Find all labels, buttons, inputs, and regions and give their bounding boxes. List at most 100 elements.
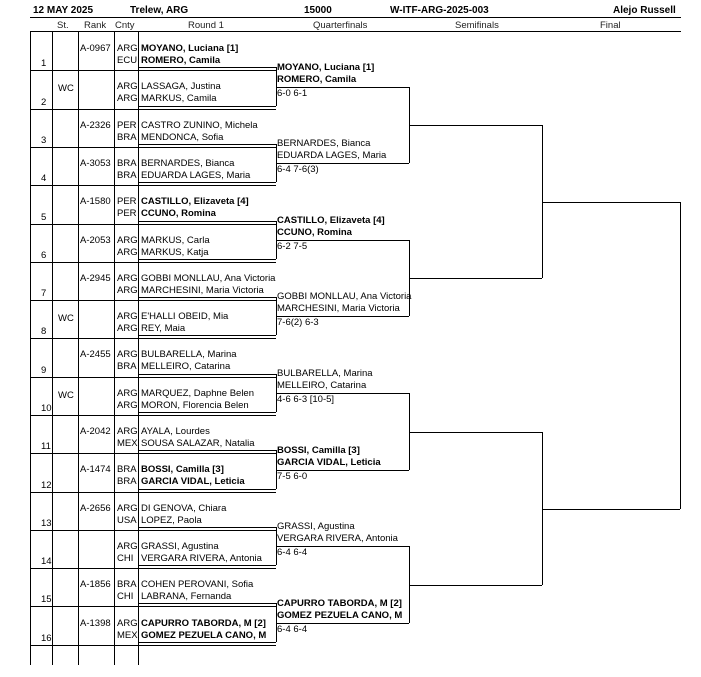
qf-score: 7-5 6-0 [277, 471, 308, 482]
player-name: GOBBI MONLLAU, Ana Victoria [141, 273, 276, 284]
player-name: ROMERO, Camila [141, 55, 221, 66]
row-divider [31, 70, 276, 71]
row-divider [31, 530, 276, 531]
qf-underline [276, 393, 409, 394]
sf-line [409, 432, 542, 433]
player-name: MARQUEZ, Daphne Belen [141, 388, 254, 399]
bracket-connector [542, 125, 543, 278]
player-rank: A-2945 [80, 273, 111, 284]
draw-line-number: 14 [41, 556, 52, 567]
draw-line-number: 8 [41, 326, 47, 337]
draw-line-number: 4 [41, 173, 47, 184]
draw-line-number: 13 [41, 518, 52, 529]
row-divider [31, 300, 276, 301]
qf-player-name: MARCHESINI, Maria Victoria [277, 303, 400, 314]
entry-status: WC [58, 83, 74, 94]
player-country: USA [117, 515, 137, 526]
qf-underline [276, 470, 409, 471]
column-divider-cnty [114, 31, 115, 665]
col-header-quarterfinals: Quarterfinals [313, 20, 368, 31]
draw-line-number: 3 [41, 135, 47, 146]
player-name: MENDONCA, Sofia [141, 132, 224, 143]
event-prize: 15000 [304, 5, 332, 16]
pair-underline [139, 603, 276, 604]
col-header-semifinals: Semifinals [455, 20, 499, 31]
player-country: ARG [117, 388, 138, 399]
row-divider [31, 185, 276, 186]
col-header-rank: Rank [84, 20, 107, 31]
player-country: BRA [117, 464, 137, 475]
qf-player-name: CASTILLO, Elizaveta [4] [277, 215, 385, 226]
player-country: ARG [117, 273, 138, 284]
row-divider [31, 645, 276, 646]
player-country: BRA [117, 476, 137, 487]
player-name: GRASSI, Agustina [141, 541, 219, 552]
pair-underline [139, 259, 276, 260]
player-name: BULBARELLA, Marina [141, 349, 237, 360]
player-name: MOYANO, Luciana [1] [141, 43, 239, 54]
player-country: PER [117, 208, 137, 219]
col-header-st: St. [57, 20, 69, 31]
player-name: LABRANA, Fernanda [141, 591, 232, 602]
qf-player-name: VERGARA RIVERA, Antonia [277, 533, 398, 544]
bracket-connector [276, 67, 277, 106]
qf-score: 6-0 6-1 [277, 88, 308, 99]
player-country: ARG [117, 311, 138, 322]
column-divider-name [138, 31, 139, 665]
player-name: COHEN PEROVANI, Sofia [141, 579, 254, 590]
player-country: ARG [117, 247, 138, 258]
sf-line [409, 125, 542, 126]
qf-player-name: GARCIA VIDAL, Leticia [277, 457, 381, 468]
col-header-round1: Round 1 [188, 20, 224, 31]
player-name: MORON, Florencia Belen [141, 400, 249, 411]
player-name: E'HALLI OBEID, Mia [141, 311, 229, 322]
column-divider-st [52, 31, 53, 665]
player-country: ARG [117, 426, 138, 437]
draw-left-border [30, 31, 31, 665]
player-name: MELLEIRO, Catarina [141, 361, 231, 372]
bracket-connector [409, 546, 410, 623]
column-divider-rank [78, 31, 79, 665]
pair-underline [139, 182, 276, 183]
header-divider-bottom [30, 31, 681, 32]
pair-underline [139, 67, 276, 68]
row-divider [31, 109, 276, 110]
player-country: ARG [117, 541, 138, 552]
player-country: BRA [117, 579, 137, 590]
row-divider [31, 606, 276, 607]
player-name: DI GENOVA, Chiara [141, 503, 227, 514]
final-line [542, 509, 680, 510]
qf-underline [276, 87, 409, 88]
qf-underline [276, 163, 409, 164]
player-country: MEX [117, 630, 138, 641]
qf-underline [276, 316, 409, 317]
player-name: GARCIA VIDAL, Leticia [141, 476, 245, 487]
player-country: ARG [117, 503, 138, 514]
qf-score: 7-6(2) 6-3 [277, 317, 319, 328]
player-country: ARG [117, 285, 138, 296]
player-country: ECU [117, 55, 138, 66]
draw-line-number: 15 [41, 594, 52, 605]
row-divider [31, 377, 276, 378]
player-country: PER [117, 196, 137, 207]
draw-line-number: 10 [41, 403, 52, 414]
player-name: MARCHESINI, Maria Victoria [141, 285, 264, 296]
entry-status: WC [58, 313, 74, 324]
player-name: CASTRO ZUNINO, Michela [141, 120, 258, 131]
bracket-connector [542, 432, 543, 585]
player-name: BOSSI, Camilla [3] [141, 464, 224, 475]
player-name: EDUARDA LAGES, Maria [141, 170, 251, 181]
draw-line-number: 9 [41, 365, 47, 376]
player-rank: A-2455 [80, 349, 111, 360]
qf-player-name: MOYANO, Luciana [1] [277, 62, 375, 73]
player-name: LASSAGA, Justina [141, 81, 221, 92]
row-divider [31, 262, 276, 263]
entry-status: WC [58, 390, 74, 401]
player-country: BRA [117, 170, 137, 181]
row-divider [31, 568, 276, 569]
player-rank: A-1474 [80, 464, 111, 475]
player-country: ARG [117, 81, 138, 92]
pair-underline [139, 144, 276, 145]
draw-line-number: 6 [41, 250, 47, 261]
draw-line-number: 2 [41, 97, 47, 108]
